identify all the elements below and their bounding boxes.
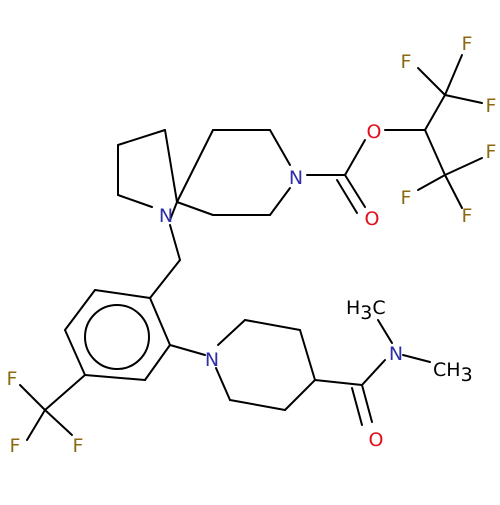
bond bbox=[444, 174, 463, 209]
bond bbox=[44, 374, 86, 411]
bond bbox=[94, 289, 151, 299]
atom-N-aryl-piperidine: N bbox=[205, 349, 219, 371]
atom-F: F bbox=[401, 51, 412, 73]
bond bbox=[64, 329, 86, 376]
aromatic-ring bbox=[84, 304, 150, 370]
bond bbox=[149, 297, 171, 346]
atom-N-piperidine-spiro: N bbox=[289, 167, 303, 189]
bond bbox=[417, 67, 446, 96]
bond bbox=[377, 319, 393, 344]
bond bbox=[336, 179, 358, 214]
bond-lines bbox=[19, 54, 483, 441]
atom-N-spiro: N bbox=[159, 205, 173, 227]
atom-F: F bbox=[73, 435, 84, 457]
bond bbox=[176, 129, 214, 203]
atom-F: F bbox=[462, 205, 473, 227]
bond bbox=[361, 359, 386, 386]
bond bbox=[417, 174, 446, 191]
bond bbox=[269, 129, 291, 166]
atom-O-carbonyl: O bbox=[365, 208, 380, 230]
bond bbox=[149, 259, 181, 299]
bond bbox=[164, 129, 178, 203]
bond bbox=[169, 224, 181, 261]
bond bbox=[269, 187, 291, 216]
bond bbox=[44, 409, 73, 436]
bond bbox=[169, 344, 206, 356]
atom-F: F bbox=[486, 141, 497, 163]
bond bbox=[424, 129, 446, 176]
bond bbox=[402, 354, 431, 363]
bond bbox=[444, 54, 463, 96]
bond bbox=[229, 399, 286, 411]
methyl-label: H3C bbox=[346, 297, 386, 324]
bond bbox=[26, 409, 46, 441]
atom-F: F bbox=[7, 368, 18, 390]
atom-F: F bbox=[10, 435, 21, 457]
atom-F: F bbox=[462, 33, 473, 55]
bond bbox=[344, 174, 366, 208]
bond bbox=[84, 374, 146, 381]
atom-O-amide: O bbox=[369, 429, 384, 451]
atom-O-ester: O bbox=[367, 121, 382, 143]
bond bbox=[351, 387, 363, 426]
bond bbox=[424, 94, 446, 131]
bond bbox=[361, 384, 373, 423]
atom-N-amide: N bbox=[389, 343, 403, 365]
bond bbox=[444, 157, 483, 176]
atom-F: F bbox=[401, 187, 412, 209]
bond bbox=[215, 367, 231, 401]
bond bbox=[117, 129, 166, 146]
bond bbox=[444, 94, 483, 104]
bond bbox=[64, 289, 96, 331]
bond bbox=[284, 379, 316, 411]
methyl-label: CH3 bbox=[433, 359, 473, 386]
bond bbox=[144, 344, 171, 381]
atom-labels: N N O O N N O F F F F F F F F F bbox=[7, 33, 497, 457]
bond bbox=[117, 194, 153, 208]
bond bbox=[19, 384, 46, 411]
bond bbox=[314, 379, 363, 386]
bond bbox=[176, 201, 214, 216]
bond bbox=[217, 319, 246, 346]
bond bbox=[344, 139, 366, 176]
bond bbox=[244, 319, 301, 331]
bond bbox=[299, 329, 316, 381]
bond bbox=[169, 201, 178, 221]
atom-F: F bbox=[486, 95, 497, 117]
